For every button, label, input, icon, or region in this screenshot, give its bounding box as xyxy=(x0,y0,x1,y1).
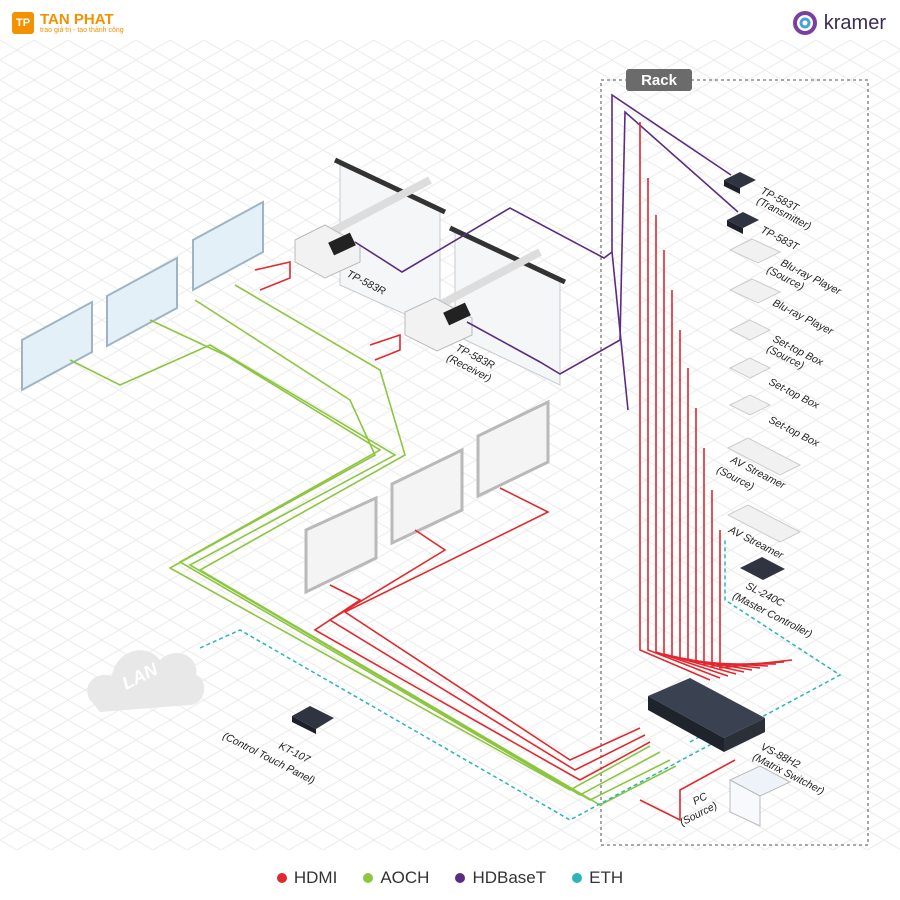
sl240c-box xyxy=(740,557,785,580)
wall-tv-1 xyxy=(304,495,378,595)
tanphat-logo-tagline: trao giá trị - tạo thành công xyxy=(40,26,124,34)
wall-display-2 xyxy=(106,256,178,348)
kt107-touch-panel xyxy=(292,706,334,734)
lan-cloud: LAN xyxy=(87,650,205,712)
bluray-source-box xyxy=(728,238,782,264)
legend-item-hdmi: HDMI xyxy=(276,868,338,888)
wall-tv-2 xyxy=(390,447,464,546)
legend-dot-hdmi xyxy=(276,873,287,883)
rack-devices xyxy=(648,172,802,827)
legend-label-hdmi: HDMI xyxy=(293,868,338,887)
rack-outline xyxy=(600,79,869,846)
wall-tvs xyxy=(304,399,550,595)
legend-label-aoch: AOCH xyxy=(380,868,430,887)
legend-dot-aoch xyxy=(363,873,374,883)
legend-label-hdbaset: HDBaseT xyxy=(472,868,547,887)
hdmi-cables-to-displays xyxy=(254,260,651,781)
legend-item-aoch: AOCH xyxy=(363,868,429,888)
projector-1 xyxy=(294,176,432,279)
stb-2-box xyxy=(728,357,772,379)
aoch-cables xyxy=(69,284,677,806)
kramer-logo-icon xyxy=(792,11,817,35)
legend-item-eth: ETH xyxy=(572,868,623,888)
projector-2 xyxy=(404,248,542,352)
kramer-logo: kramer xyxy=(792,10,886,36)
tanphat-logo-name: TAN PHAT xyxy=(40,10,114,28)
cable-legend: HDMI AOCH HDBaseT ETH xyxy=(0,868,900,888)
legend-label-eth: ETH xyxy=(589,868,624,887)
bluray-box xyxy=(728,278,782,304)
hdbaset-cables xyxy=(354,93,739,411)
stb-3-box xyxy=(728,394,772,416)
rack-label: Rack xyxy=(626,69,692,91)
stb-source-box xyxy=(728,319,772,341)
legend-dot-hdbaset xyxy=(455,873,466,883)
tanphat-logo: TP TAN PHAT trao giá trị - tạo thành côn… xyxy=(12,12,124,34)
wall-displays-row xyxy=(21,200,264,392)
kramer-logo-name: kramer xyxy=(823,11,886,34)
vs88h2-switcher xyxy=(648,678,765,738)
wall-tv-3 xyxy=(476,399,550,499)
tanphat-logo-mark: TP xyxy=(12,12,34,34)
wall-display-1 xyxy=(21,300,93,392)
wall-display-3 xyxy=(192,200,264,292)
hdmi-cables-in-rack xyxy=(639,122,793,822)
legend-dot-eth xyxy=(572,873,583,883)
avs-box xyxy=(726,504,802,543)
avs-source-box xyxy=(726,437,802,476)
legend-item-hdbaset: HDBaseT xyxy=(455,868,546,888)
